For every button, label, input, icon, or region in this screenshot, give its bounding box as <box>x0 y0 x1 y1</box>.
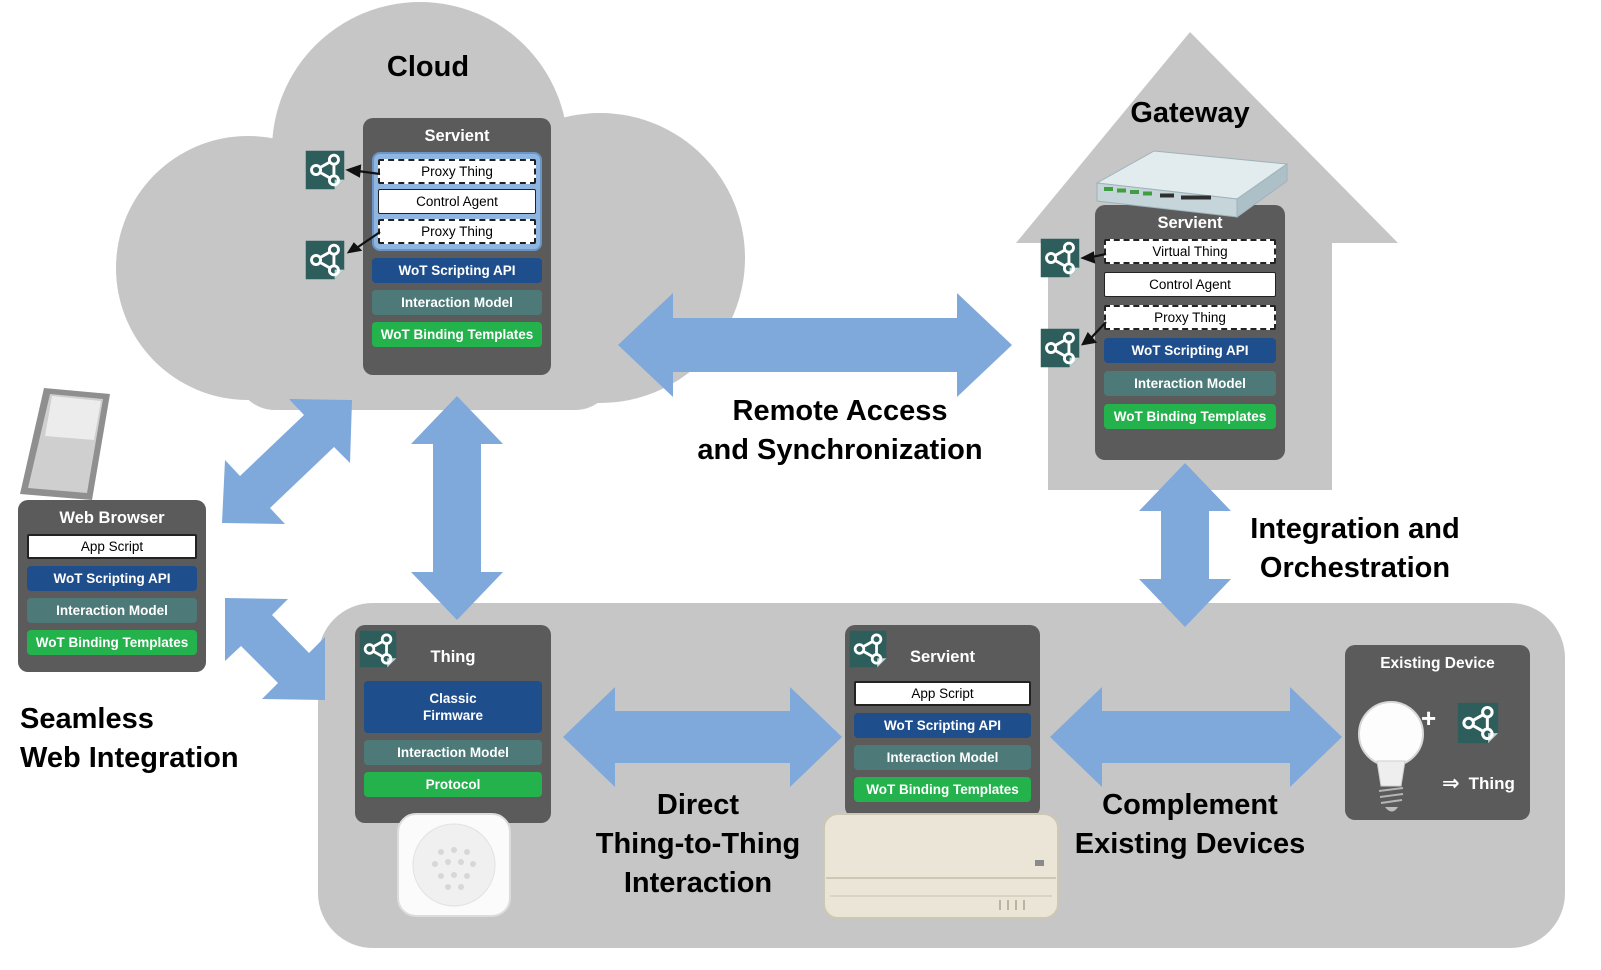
td-icon-cloud-bottom <box>303 238 347 282</box>
arrow-browser-things <box>225 598 325 700</box>
servient-interaction-model: Interaction Model <box>854 745 1031 770</box>
bottom-servient-title: Servient <box>909 648 976 666</box>
integration-orchestration-caption: Integration and Orchestration <box>1250 513 1460 584</box>
arrow-remote-access <box>618 293 1012 397</box>
web-browser-panel: Web Browser App Script WoT Scripting API… <box>18 500 206 672</box>
td-icon-gateway-bottom <box>1038 326 1082 370</box>
td-icon-servient <box>847 628 889 670</box>
thing-interaction-model: Interaction Model <box>364 740 542 765</box>
existing-device-title: Existing Device <box>1380 655 1495 672</box>
direct-interaction-caption: Direct Thing-to-Thing Interaction <box>595 789 801 899</box>
gateway-control-agent: Control Agent <box>1104 272 1276 297</box>
browser-wot-scripting-api: WoT Scripting API <box>27 566 197 591</box>
browser-app-script: App Script <box>27 534 197 559</box>
cloud-interaction-model: Interaction Model <box>372 290 542 315</box>
cloud-control-agent: Control Agent <box>378 189 536 214</box>
motion-sensor-image <box>397 813 511 917</box>
servient-app-script: App Script <box>854 681 1031 706</box>
td-icon-cloud-top <box>303 148 347 192</box>
thing-label: Thing <box>1468 773 1515 793</box>
bottom-servient-panel: Servient App Script WoT Scripting API In… <box>845 625 1040 817</box>
remote-access-caption: Remote Access and Synchronization <box>697 395 983 466</box>
cloud-servient-title: Servient <box>424 127 490 145</box>
becomes-thing-label: ⇒ Thing <box>1442 771 1515 796</box>
thing-title: Thing <box>430 648 476 666</box>
cloud-label: Cloud <box>386 51 470 83</box>
arrow-browser-cloud <box>222 399 352 524</box>
arrow-servient-device <box>1050 687 1342 787</box>
arrow-cloud-thing <box>411 396 503 620</box>
thing-classic-firmware: Classic Firmware <box>364 681 542 733</box>
td-icon-existing-device <box>1455 700 1501 746</box>
implies-arrow: ⇒ <box>1442 772 1460 795</box>
gateway-virtual-thing: Virtual Thing <box>1104 239 1276 264</box>
cloud-wot-binding-templates: WoT Binding Templates <box>372 322 542 347</box>
cloud-servient-panel: Servient Proxy Thing Control Agent Proxy… <box>363 118 551 375</box>
thing-protocol: Protocol <box>364 772 542 797</box>
td-icon-thing <box>357 628 399 670</box>
web-browser-title: Web Browser <box>59 509 165 527</box>
cloud-proxy-group: Proxy Thing Control Agent Proxy Thing <box>372 152 542 251</box>
cloud-proxy-thing-top: Proxy Thing <box>378 159 536 184</box>
gateway-proxy-thing: Proxy Thing <box>1104 305 1276 330</box>
arrow-thing-servient <box>563 687 842 787</box>
servient-wot-binding-templates: WoT Binding Templates <box>854 777 1031 802</box>
existing-device-panel: Existing Device + ⇒ Thing <box>1345 645 1530 820</box>
gateway-wot-binding-templates: WoT Binding Templates <box>1104 404 1276 429</box>
gateway-interaction-model: Interaction Model <box>1104 371 1276 396</box>
td-icon-gateway-top <box>1038 236 1082 280</box>
cloud-wot-scripting-api: WoT Scripting API <box>372 258 542 283</box>
air-conditioner-image <box>823 813 1059 919</box>
gateway-label: Gateway <box>1130 97 1250 129</box>
browser-wot-binding-templates: WoT Binding Templates <box>27 630 197 655</box>
cloud-proxy-thing-bottom: Proxy Thing <box>378 219 536 244</box>
browser-interaction-model: Interaction Model <box>27 598 197 623</box>
servient-wot-scripting-api: WoT Scripting API <box>854 713 1031 738</box>
tablet-image <box>20 388 110 500</box>
seamless-web-integration-caption: Seamless Web Integration <box>20 703 239 774</box>
plus-sign: + <box>1421 703 1437 733</box>
gateway-wot-scripting-api: WoT Scripting API <box>1104 338 1276 363</box>
gateway-servient-title: Servient <box>1157 214 1223 232</box>
complement-devices-caption: Complement Existing Devices <box>1074 789 1306 860</box>
gateway-servient-panel: Servient Virtual Thing Control Agent Pro… <box>1095 205 1285 460</box>
